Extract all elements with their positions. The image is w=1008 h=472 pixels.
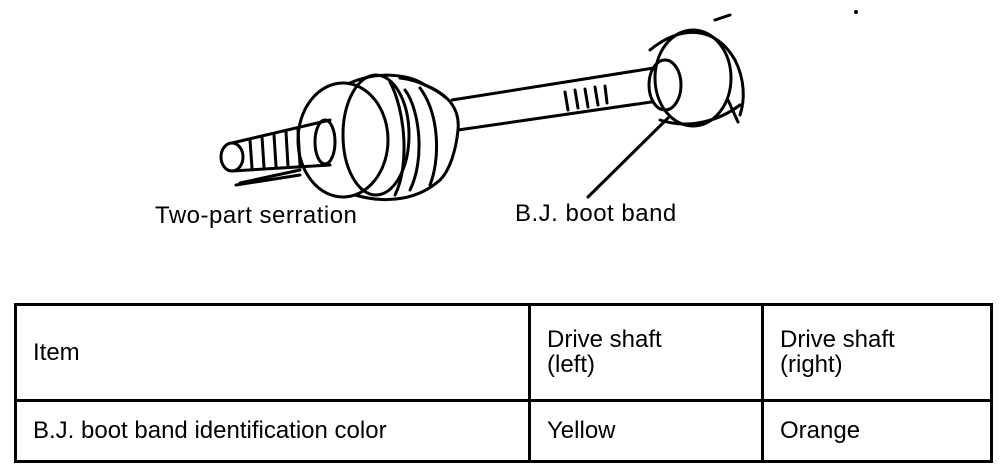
boot-band-color-table: Item Drive shaft (left) Drive shaft (rig… <box>14 303 993 464</box>
table-row: B.J. boot band identification color Yell… <box>14 398 993 464</box>
header-drive-shaft-left: Drive shaft (left) <box>528 303 764 402</box>
table-header-row: Item Drive shaft (left) Drive shaft (rig… <box>14 303 993 402</box>
left-boot <box>296 73 460 202</box>
header-right-line2: (right) <box>780 351 843 379</box>
row-right-color: Orange <box>761 398 993 464</box>
header-left-line2: (left) <box>547 351 595 379</box>
header-item: Item <box>14 303 531 402</box>
serration-leader <box>238 168 302 185</box>
header-drive-shaft-right: Drive shaft (right) <box>761 303 993 402</box>
drive-shaft-illustration <box>219 10 858 202</box>
header-right-line1: Drive shaft <box>780 326 895 354</box>
boot-band-leader <box>586 116 670 199</box>
serration-stub <box>219 118 337 187</box>
header-left-line1: Drive shaft <box>547 326 662 354</box>
boot-band-label: B.J. boot band <box>515 200 677 227</box>
shaft <box>450 65 667 132</box>
row-item: B.J. boot band identification color <box>14 398 531 464</box>
serration-label: Two-part serration <box>155 202 358 229</box>
right-boot <box>647 13 745 128</box>
row-left-color: Yellow <box>528 398 764 464</box>
